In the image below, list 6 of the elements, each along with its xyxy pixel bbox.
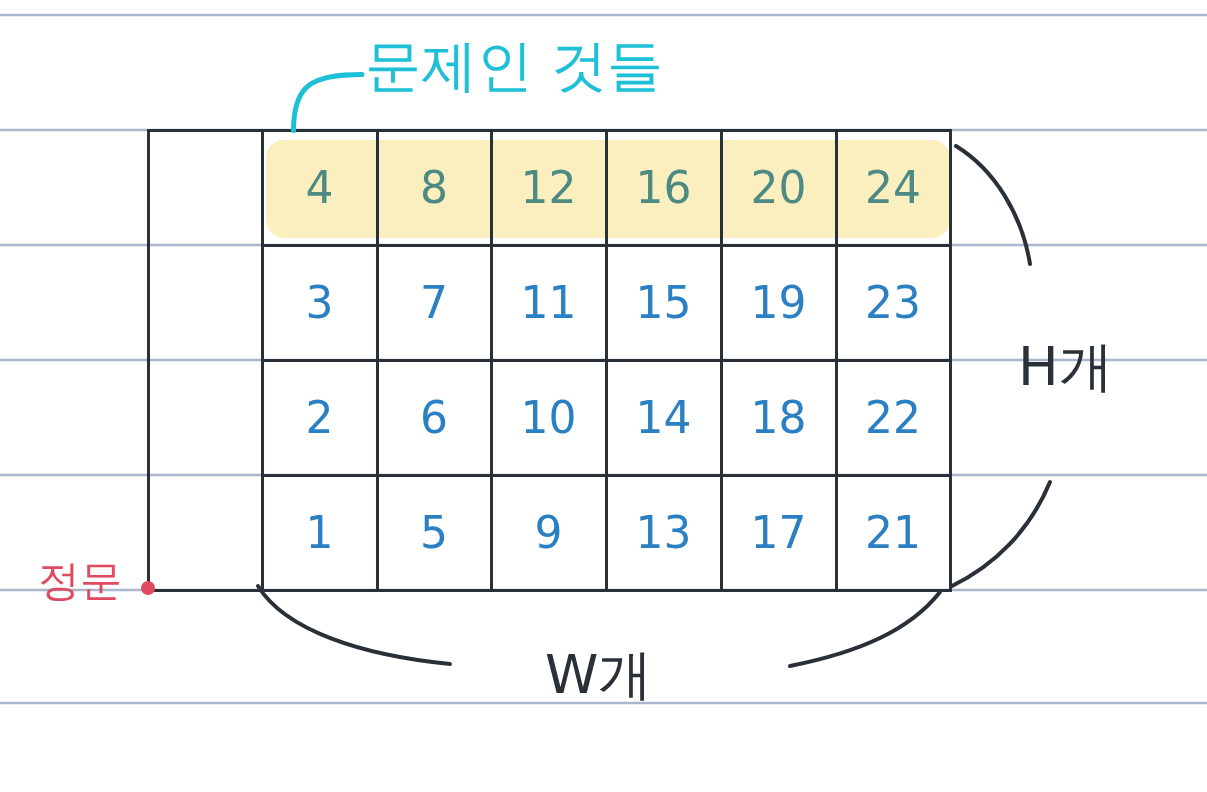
entrance-label: 정문 <box>38 560 122 602</box>
dimension-label: W개 <box>545 648 653 702</box>
empty-column <box>146 128 264 592</box>
leader-line <box>291 72 365 133</box>
dimension-label: H개 <box>1018 340 1113 394</box>
callout-text: 문제인 것들 <box>365 35 663 97</box>
